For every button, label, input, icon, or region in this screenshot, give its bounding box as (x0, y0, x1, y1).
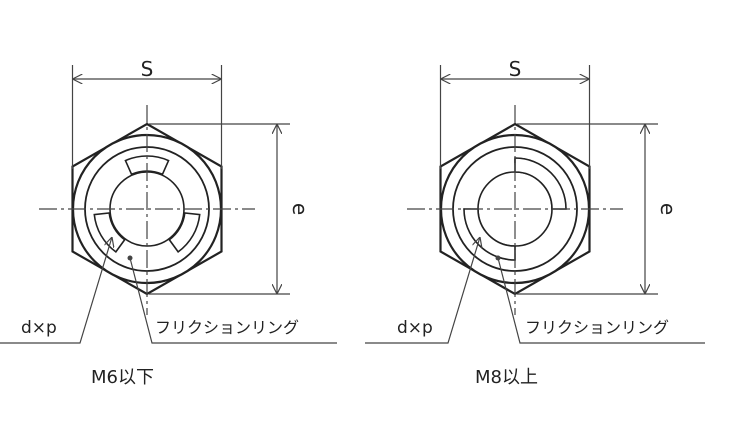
friction-ring-label: フリクションリング (525, 318, 669, 337)
thread-size-label: d×p (397, 318, 433, 338)
m8-nut-figure: S e d×p フリクションリング M8以上 (365, 57, 705, 388)
friction-ring-leader-dot (127, 255, 133, 261)
friction-ring-slot (463, 208, 516, 261)
e-dimension-label: e (656, 203, 680, 215)
friction-ring-leader-line (497, 257, 705, 344)
friction-ring-label: フリクションリング (155, 318, 299, 337)
s-dimension-label: S (509, 57, 522, 81)
thread-size-label: d×p (21, 318, 57, 338)
size-caption: M8以上 (475, 367, 538, 388)
friction-ring-leader-dot (495, 255, 501, 261)
e-dimension-label: e (288, 203, 312, 215)
m6-nut-figure: S e d×p フリクションリング M6以下 (0, 57, 337, 388)
size-caption: M6以下 (91, 367, 154, 388)
friction-ring-slot (168, 212, 201, 253)
thread-leader-line (365, 237, 480, 344)
friction-ring-leader-line (129, 257, 337, 344)
s-dimension-label: S (141, 57, 154, 81)
thread-leader-line (0, 237, 112, 344)
